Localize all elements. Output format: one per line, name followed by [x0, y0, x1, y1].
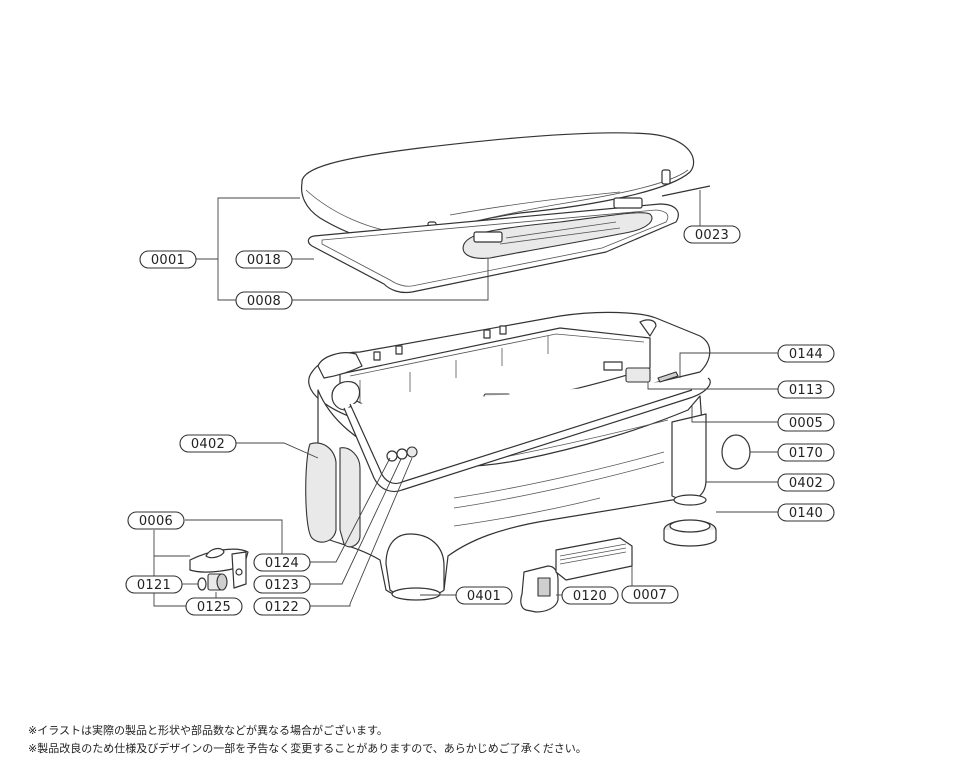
belt-part	[555, 537, 633, 581]
label-0121: 0121	[125, 575, 183, 594]
label-0120: 0120	[561, 586, 619, 605]
svg-text:0402: 0402	[789, 476, 823, 491]
svg-text:0401: 0401	[467, 589, 501, 604]
svg-text:0122: 0122	[265, 600, 299, 615]
label-0170: 0170	[777, 443, 835, 462]
svg-text:0120: 0120	[573, 589, 607, 604]
label-0006: 0006	[127, 511, 185, 530]
label-0122: 0122	[253, 597, 311, 616]
label-0402-right: 0402	[777, 473, 835, 492]
label-0018: 0018	[235, 250, 293, 269]
cooler-body-part	[305, 311, 711, 601]
screw-part	[657, 371, 679, 383]
svg-text:0124: 0124	[265, 556, 299, 571]
label-0123: 0123	[253, 575, 311, 594]
label-0113: 0113	[777, 380, 835, 399]
svg-text:0001: 0001	[151, 253, 185, 268]
svg-text:0008: 0008	[247, 294, 281, 309]
washer-part	[197, 577, 207, 591]
svg-text:0113: 0113	[789, 383, 823, 398]
svg-text:0121: 0121	[137, 578, 171, 593]
svg-text:0023: 0023	[695, 228, 729, 243]
svg-text:0170: 0170	[789, 446, 823, 461]
buckle-part	[520, 565, 559, 613]
label-0001: 0001	[139, 250, 197, 269]
bracket-part	[189, 547, 249, 589]
label-0402-left: 0402	[179, 434, 237, 453]
pin-part	[661, 185, 711, 197]
cap-part	[663, 519, 717, 547]
label-0125: 0125	[185, 597, 243, 616]
svg-text:0123: 0123	[265, 578, 299, 593]
label-0023: 0023	[683, 225, 741, 244]
svg-text:0006: 0006	[139, 514, 173, 529]
label-0401: 0401	[455, 586, 513, 605]
label-0007: 0007	[621, 585, 679, 604]
label-0144: 0144	[777, 344, 835, 363]
svg-text:0140: 0140	[789, 506, 823, 521]
svg-text:0125: 0125	[197, 600, 231, 615]
nut-part	[207, 573, 228, 591]
disclaimer-note-2: ※製品改良のため仕様及びデザインの一部を予告なく変更することがありますので、あら…	[28, 742, 587, 755]
disclaimer-note-1: ※イラストは実際の製品と形状や部品数などが異なる場合がございます。	[28, 724, 388, 737]
svg-text:0144: 0144	[789, 347, 823, 362]
lid-latch-part	[462, 197, 653, 259]
label-0140: 0140	[777, 503, 835, 522]
svg-text:0018: 0018	[247, 253, 281, 268]
svg-text:0005: 0005	[789, 416, 823, 431]
label-0008: 0008	[235, 291, 293, 310]
label-0124: 0124	[253, 553, 311, 572]
label-0005: 0005	[777, 413, 835, 432]
drain-cap-part	[721, 434, 751, 470]
svg-text:0007: 0007	[633, 588, 667, 603]
svg-text:0402: 0402	[191, 437, 225, 452]
